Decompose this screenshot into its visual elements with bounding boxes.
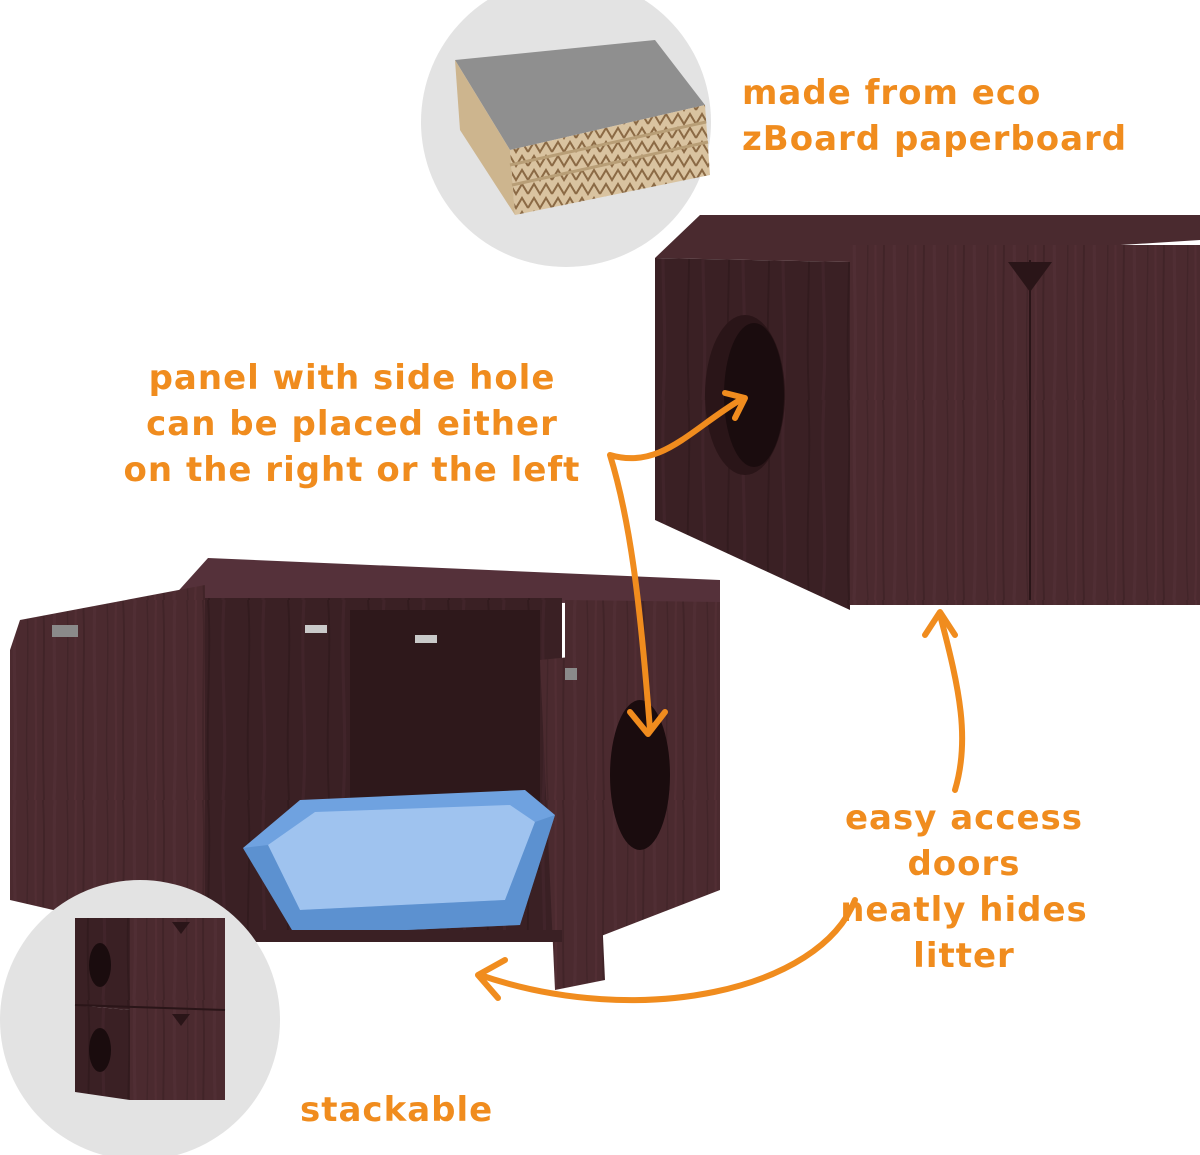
stacked-boxes-icon [74,918,226,1100]
curved-double-arrow-icon [922,609,966,793]
callout-eco-material: made from eco zBoard paperboard [742,73,1128,159]
side-hole [610,700,670,850]
callout-access-doors: easy access doors neatly hides litter [840,798,1088,976]
closed-litter-cabinet [655,215,1200,610]
curved-double-arrow-icon [475,897,858,1004]
stack-inset [0,880,280,1155]
curved-double-arrow-icon [607,390,748,737]
callout-stackable: stackable [300,1090,494,1130]
litter-box [243,790,555,935]
callout-side-panel: panel with side hole can be placed eithe… [123,358,581,490]
corrugated-paperboard-icon [455,40,710,215]
open-litter-cabinet [10,558,720,990]
paperboard-inset [421,0,711,267]
